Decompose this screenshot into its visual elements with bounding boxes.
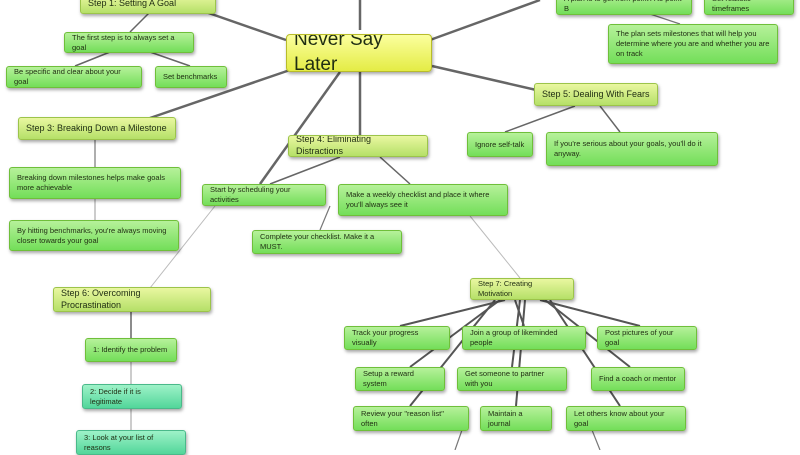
step1-set-benchmarks[interactable]: Set benchmarks bbox=[155, 66, 227, 88]
step5-title[interactable]: Step 5: Dealing With Fears bbox=[534, 83, 658, 106]
connector-line bbox=[431, 64, 546, 94]
connector-line bbox=[599, 105, 621, 133]
connector-line bbox=[149, 205, 216, 289]
step7-maintain-journal[interactable]: Maintain a journal bbox=[480, 406, 552, 431]
step7-reward-system[interactable]: Setup a reward system bbox=[355, 367, 445, 391]
step7-let-others-know[interactable]: Let others know about your goal bbox=[566, 406, 686, 431]
step2-timeframes[interactable]: Set realistic timeframes bbox=[704, 0, 794, 15]
connector-line bbox=[399, 299, 506, 327]
step5-ignore-self-talk[interactable]: Ignore self-talk bbox=[467, 132, 533, 157]
connector-line bbox=[544, 299, 631, 368]
step6-identify-problem[interactable]: 1: Identify the problem bbox=[85, 338, 177, 362]
step2-milestones[interactable]: The plan sets milestones that will help … bbox=[608, 24, 778, 64]
connector-line bbox=[319, 205, 331, 231]
step1-title[interactable]: Step 1: Setting A Goal bbox=[80, 0, 216, 14]
connector-line bbox=[129, 11, 151, 33]
connector-line bbox=[379, 156, 411, 185]
step6-decide-legitimate[interactable]: 2: Decide if it is legitimate bbox=[82, 384, 182, 409]
step3-breaking-down[interactable]: Breaking down milestones helps make goal… bbox=[9, 167, 181, 199]
step4-weekly-checklist[interactable]: Make a weekly checklist and place it whe… bbox=[338, 184, 508, 216]
connector-line bbox=[74, 51, 111, 67]
step1-be-specific[interactable]: Be specific and clear about your goal bbox=[6, 66, 142, 88]
step3-title[interactable]: Step 3: Breaking Down a Milestone bbox=[18, 117, 176, 140]
step2-plan[interactable]: A plan is to get from point A to point B bbox=[556, 0, 692, 15]
central-topic[interactable]: Never Say Later bbox=[286, 34, 432, 72]
connector-line bbox=[149, 68, 291, 120]
step5-if-serious[interactable]: If you're serious about your goals, you'… bbox=[546, 132, 718, 166]
connector-line bbox=[469, 215, 521, 279]
connector-line bbox=[269, 156, 341, 185]
connector-line bbox=[149, 51, 191, 67]
step4-complete-checklist[interactable]: Complete your checklist. Make it a MUST. bbox=[252, 230, 402, 254]
connector-line bbox=[649, 13, 681, 25]
connector-line bbox=[591, 429, 601, 450]
step6-list-of-reasons[interactable]: 3: Look at your list of reasons bbox=[76, 430, 186, 455]
step7-partner[interactable]: Get someone to partner with you bbox=[457, 367, 567, 391]
connector-line bbox=[539, 299, 641, 327]
connector-line bbox=[429, 0, 541, 42]
step7-post-pictures[interactable]: Post pictures of your goal bbox=[597, 326, 697, 350]
connector-line bbox=[504, 105, 576, 133]
step7-title[interactable]: Step 7: Creating Motivation bbox=[470, 278, 574, 300]
step4-start-scheduling[interactable]: Start by scheduling your activities bbox=[202, 184, 326, 206]
step1-first-step[interactable]: The first step is to always set a goal bbox=[64, 32, 194, 53]
step7-track-progress[interactable]: Track your progress visually bbox=[344, 326, 450, 350]
step7-join-group[interactable]: Join a group of likeminded people bbox=[462, 326, 586, 350]
step3-hitting-benchmarks[interactable]: By hitting benchmarks, you're always mov… bbox=[9, 220, 179, 251]
step7-reason-list[interactable]: Review your "reason list" often bbox=[353, 406, 469, 431]
step7-coach-mentor[interactable]: Find a coach or mentor bbox=[591, 367, 685, 391]
connector-line bbox=[199, 8, 287, 42]
step4-title[interactable]: Step 4: Eliminating Distractions bbox=[288, 135, 428, 157]
connector-line bbox=[258, 71, 342, 185]
step6-title[interactable]: Step 6: Overcoming Procrastination bbox=[53, 287, 211, 312]
connector-line bbox=[454, 429, 463, 450]
